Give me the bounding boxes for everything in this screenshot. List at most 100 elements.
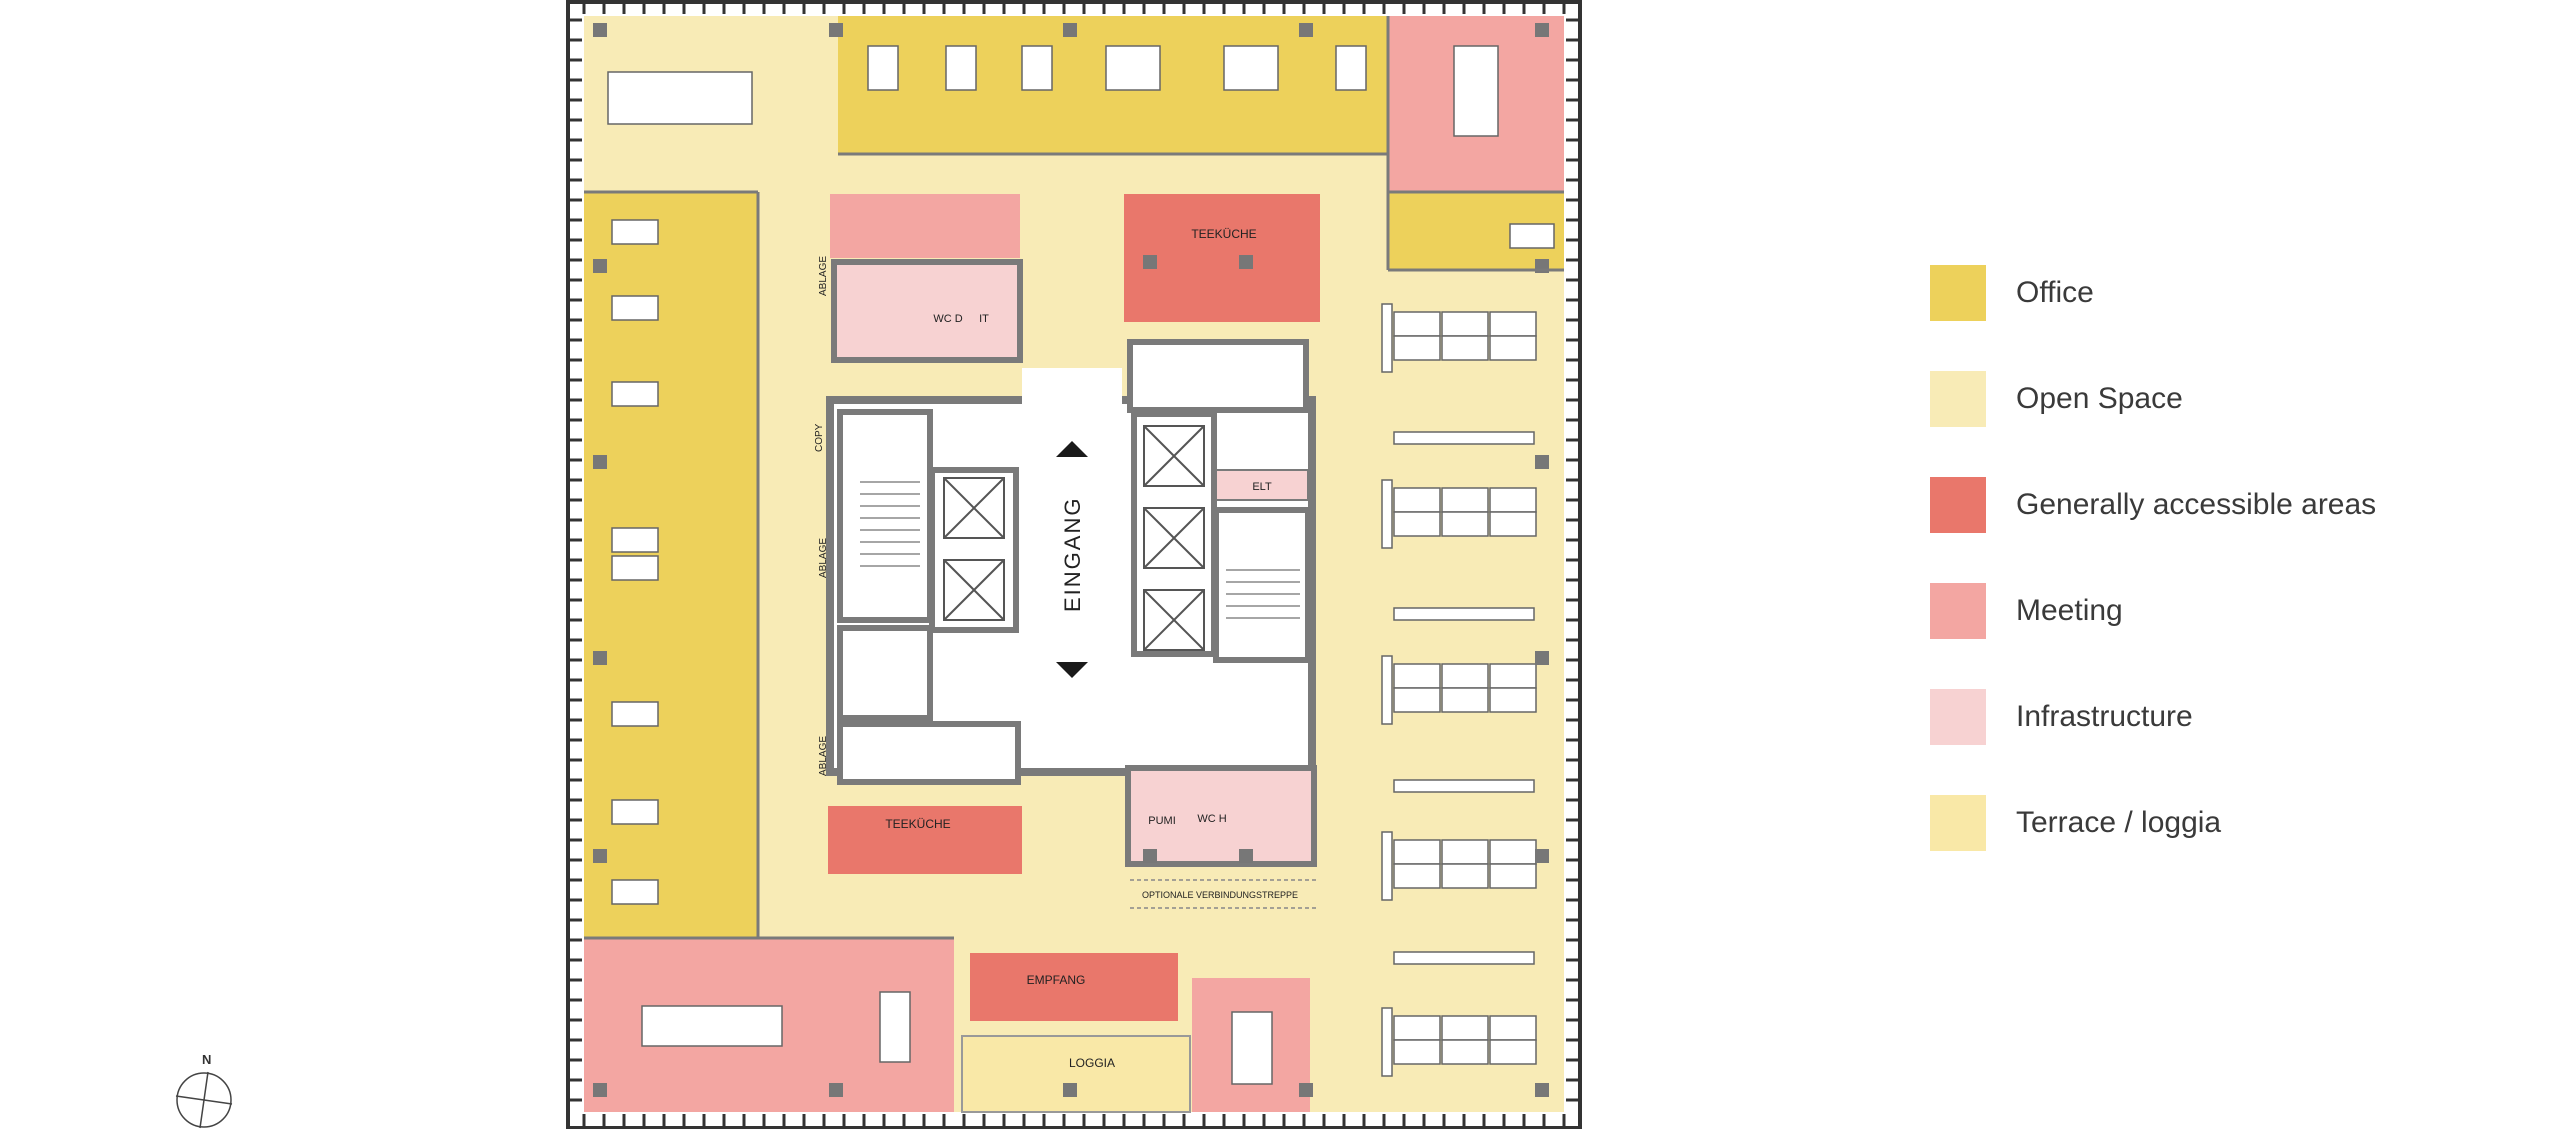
column	[1239, 849, 1253, 863]
desk	[1441, 1015, 1489, 1041]
column	[593, 651, 607, 665]
desk	[1489, 663, 1537, 689]
column	[1535, 651, 1549, 665]
legend-label: Meeting	[2016, 594, 2123, 627]
desk	[1335, 45, 1367, 91]
column	[593, 1083, 607, 1097]
desk	[867, 45, 899, 91]
cabinet	[1381, 479, 1393, 549]
desk	[1441, 863, 1489, 889]
column	[1535, 849, 1549, 863]
arrow-down-icon	[1056, 662, 1088, 678]
column	[1535, 23, 1549, 37]
reception-label: EMPFANG	[1027, 973, 1086, 987]
column	[1143, 849, 1157, 863]
structural-columns	[593, 23, 1549, 1097]
column	[1535, 455, 1549, 469]
desk	[1441, 687, 1489, 713]
shelf	[1393, 607, 1535, 621]
desk	[1441, 663, 1489, 689]
meeting-table	[641, 1005, 783, 1047]
arrow-up-icon	[1056, 441, 1088, 457]
column	[1063, 23, 1077, 37]
desk	[1489, 863, 1537, 889]
desk	[611, 555, 659, 581]
desk	[1223, 45, 1279, 91]
desk	[1489, 687, 1537, 713]
elt-room	[1215, 469, 1309, 501]
desk	[1021, 45, 1053, 91]
column	[593, 455, 607, 469]
legend-item: Terrace / loggia	[1930, 795, 2376, 851]
kitchen-bottom-label: TEEKÜCHE	[885, 817, 950, 831]
kitchen-bottom	[828, 806, 1022, 874]
stair-note-label: OPTIONALE VERBINDUNGSTREPPE	[1142, 890, 1298, 900]
desk	[1393, 311, 1441, 337]
column	[593, 849, 607, 863]
column	[1535, 1083, 1549, 1097]
desk	[611, 527, 659, 553]
interior-walls	[584, 16, 1564, 940]
core-rooms	[837, 339, 1311, 785]
legend-label: Open Space	[2016, 382, 2183, 415]
general-swatch	[1930, 477, 1986, 533]
elt-label: ELT	[1252, 481, 1272, 493]
ablage-label-3: ABLAGE	[818, 736, 829, 776]
legend-label: Generally accessible areas	[2016, 488, 2377, 521]
desk	[1393, 687, 1441, 713]
wc-d-label: WC D	[933, 313, 962, 325]
desk	[1393, 1015, 1441, 1041]
copy-label: COPY	[814, 423, 825, 452]
meeting-table	[879, 991, 911, 1063]
infrastructure-swatch	[1930, 689, 1986, 745]
legend-item: Infrastructure	[1930, 689, 2376, 745]
desk	[1441, 487, 1489, 513]
office-swatch	[1930, 265, 1986, 321]
desk-clusters	[607, 45, 1555, 1085]
column	[1063, 1083, 1077, 1097]
desk	[1105, 45, 1161, 91]
desk	[1393, 511, 1441, 537]
legend-item: Open Space	[1930, 371, 2376, 427]
desk	[1489, 1015, 1537, 1041]
wc-h-label: WC H	[1197, 813, 1226, 825]
entrance-hall	[1022, 368, 1122, 766]
legend-label: Terrace / loggia	[2016, 806, 2222, 839]
open-space-swatch	[1930, 371, 1986, 427]
cabinet	[1381, 831, 1393, 901]
it-label: IT	[979, 313, 989, 325]
desk	[1393, 839, 1441, 865]
meeting-table	[1231, 1011, 1273, 1085]
desk	[611, 295, 659, 321]
legend-item: Generally accessible areas	[1930, 477, 2376, 533]
desk	[1441, 839, 1489, 865]
compass-icon	[175, 1071, 233, 1129]
desk	[1489, 335, 1537, 361]
ablage-label-1: ABLAGE	[818, 256, 829, 296]
desk	[611, 701, 659, 727]
column	[829, 23, 843, 37]
column	[1299, 23, 1313, 37]
desk	[611, 799, 659, 825]
column	[593, 23, 607, 37]
shelf	[1393, 951, 1535, 965]
loggia-label: LOGGIA	[1069, 1056, 1115, 1070]
column	[829, 1083, 843, 1097]
legend-label: Office	[2016, 276, 2094, 309]
facade-mullions	[570, 2, 1578, 1126]
desk	[1489, 839, 1537, 865]
legend-item: Office	[1930, 265, 2376, 321]
desk	[1441, 335, 1489, 361]
desk	[1489, 511, 1537, 537]
desk	[945, 45, 977, 91]
meeting-small-top-2	[956, 194, 1020, 258]
legend-label: Infrastructure	[2016, 700, 2193, 733]
north-label: N	[202, 1052, 212, 1067]
desk	[1489, 487, 1537, 513]
desk	[611, 381, 659, 407]
desk	[1441, 311, 1489, 337]
desk	[1393, 335, 1441, 361]
desk	[1489, 311, 1537, 337]
desk	[1509, 223, 1555, 249]
